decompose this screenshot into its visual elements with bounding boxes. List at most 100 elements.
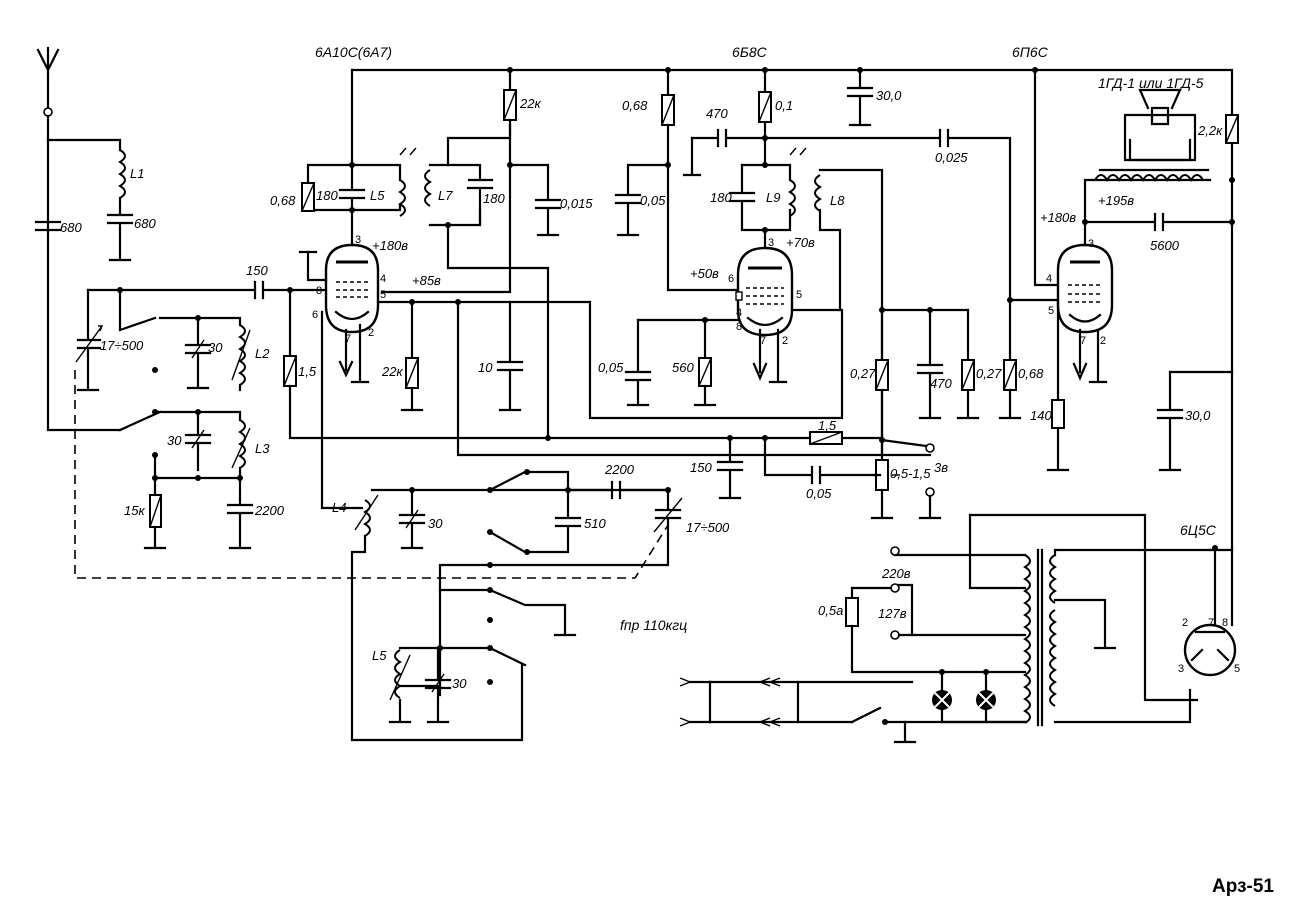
label-c005a: 0,05 bbox=[640, 193, 666, 208]
pin-label: 3 bbox=[768, 237, 774, 249]
pin-label: 4 bbox=[1046, 273, 1052, 285]
antenna-icon bbox=[36, 46, 60, 77]
pin-label: 2 bbox=[782, 335, 788, 347]
pin-label: 4 bbox=[736, 307, 742, 319]
label-c150b: 150 bbox=[690, 460, 712, 475]
pin-label: 3 bbox=[1088, 238, 1094, 250]
label-r15k: 15к bbox=[124, 503, 145, 518]
label-L1: L1 bbox=[130, 166, 144, 181]
label-r22k-top: 22к bbox=[519, 96, 541, 111]
label-r560: 560 bbox=[672, 360, 694, 375]
label-c005c: 0,05 bbox=[806, 486, 832, 501]
pin-label: 4 bbox=[380, 273, 386, 285]
label-r068b: 0,68 bbox=[622, 98, 648, 113]
label-c0025: 0,025 bbox=[935, 150, 968, 165]
figure-code: Арз-51 bbox=[1212, 876, 1274, 897]
label-c470a: 470 bbox=[706, 106, 728, 121]
pin-label: 3 bbox=[355, 234, 361, 246]
label-v220: 220в bbox=[881, 566, 911, 581]
label-r01: 0,1 bbox=[775, 98, 793, 113]
pin-label: 2 bbox=[1100, 335, 1106, 347]
label-v180b: +180в bbox=[1040, 210, 1076, 225]
pin-label: 6 bbox=[312, 309, 318, 321]
label-r027a: 0,27 bbox=[850, 366, 876, 381]
label-c10: 10 bbox=[478, 360, 493, 375]
label-L7: L7 bbox=[438, 188, 453, 203]
label-c2200a: 2200 bbox=[254, 503, 285, 518]
label-c470b: 470 bbox=[930, 376, 952, 391]
label-c150a: 150 bbox=[246, 263, 268, 278]
tube-1 bbox=[324, 243, 380, 384]
tube-1-label: 6А10С(6А7) bbox=[315, 44, 392, 60]
label-L9: L9 bbox=[766, 190, 780, 205]
label-r15: 1,5 bbox=[298, 364, 317, 379]
coil-L1 bbox=[118, 149, 126, 199]
label-v195: +195в bbox=[1098, 193, 1134, 208]
pin-label: 8 bbox=[1222, 617, 1228, 629]
label-L4: L4 bbox=[332, 500, 346, 515]
label-L8: L8 bbox=[830, 193, 845, 208]
label-v70: +70в bbox=[786, 235, 815, 250]
loudspeaker-icon bbox=[1123, 88, 1197, 162]
label-c30c: 30 bbox=[428, 516, 443, 531]
pin-label: 5 bbox=[380, 289, 386, 301]
label-r068c: 0,68 bbox=[1018, 366, 1044, 381]
pin-label: 6 bbox=[728, 273, 734, 285]
label-r068a: 0,68 bbox=[270, 193, 296, 208]
label-c17500a: 17÷500 bbox=[100, 338, 144, 353]
label-v50: +50в bbox=[690, 266, 719, 281]
label-r1-5b: 1,5 bbox=[818, 418, 837, 433]
tube-3 bbox=[1056, 243, 1114, 384]
label-c005b: 0,05 bbox=[598, 360, 624, 375]
tube-4-label: 6Ц5С bbox=[1180, 522, 1217, 538]
tube-2-label: 6Б8С bbox=[732, 44, 768, 60]
pin-label: 3 bbox=[1178, 663, 1184, 675]
label-c180a: 180 bbox=[316, 188, 338, 203]
label-L3: L3 bbox=[255, 441, 270, 456]
pilot-lamp-1-icon bbox=[932, 690, 952, 710]
label-c30b: 30 bbox=[167, 433, 182, 448]
label-c680b: 680 bbox=[134, 216, 156, 231]
pin-label: 7 bbox=[345, 333, 351, 345]
label-v3v: 3в bbox=[934, 460, 948, 475]
label-fif: fпр 110кгц bbox=[620, 617, 687, 633]
label-v180: +180в bbox=[372, 238, 408, 253]
label-c30-0b: 30,0 bbox=[1185, 408, 1211, 423]
pin-label: 7 bbox=[1208, 617, 1214, 629]
label-r22k: 22к bbox=[381, 364, 403, 379]
label-fuse: 0,5а bbox=[818, 603, 843, 618]
pin-label: 8 bbox=[316, 285, 322, 297]
label-c30d: 30 bbox=[452, 676, 467, 691]
speaker-label: 1ГД-1 или 1ГД-5 bbox=[1098, 75, 1204, 91]
pin-label: 2 bbox=[368, 327, 374, 339]
pin-label: 2 bbox=[1182, 617, 1188, 629]
label-r027b: 0,27 bbox=[976, 366, 1002, 381]
label-L5top: L5 bbox=[370, 188, 385, 203]
label-L5bot: L5 bbox=[372, 648, 387, 663]
label-c30-0a: 30,0 bbox=[876, 88, 902, 103]
label-c0015: 0,015 bbox=[560, 196, 593, 211]
label-L2: L2 bbox=[255, 346, 270, 361]
label-c30a: 30 bbox=[208, 340, 223, 355]
tube-3-label: 6П6С bbox=[1012, 44, 1049, 60]
tube-2 bbox=[735, 246, 794, 384]
tube-4 bbox=[1183, 623, 1237, 677]
pin-label: 7 bbox=[760, 335, 766, 347]
pin-label: 5 bbox=[796, 289, 802, 301]
label-c5600: 5600 bbox=[1150, 238, 1180, 253]
label-c680a: 680 bbox=[60, 220, 82, 235]
label-r05: 0,5-1,5 bbox=[890, 466, 931, 481]
label-r140: 140 bbox=[1030, 408, 1052, 423]
label-c2200b: 2200 bbox=[604, 462, 635, 477]
label-c180b: 180 bbox=[483, 191, 505, 206]
pin-label: 8 bbox=[736, 321, 742, 333]
pilot-lamp-2-icon bbox=[976, 690, 996, 710]
label-v127: 127в bbox=[878, 606, 907, 621]
pin-label: 7 bbox=[1080, 335, 1086, 347]
label-v85: +85в bbox=[412, 273, 441, 288]
label-c17500b: 17÷500 bbox=[686, 520, 730, 535]
label-r22k-spk: 2,2к bbox=[1197, 123, 1223, 138]
label-c180c: 180 bbox=[710, 190, 732, 205]
label-c510: 510 bbox=[584, 516, 606, 531]
